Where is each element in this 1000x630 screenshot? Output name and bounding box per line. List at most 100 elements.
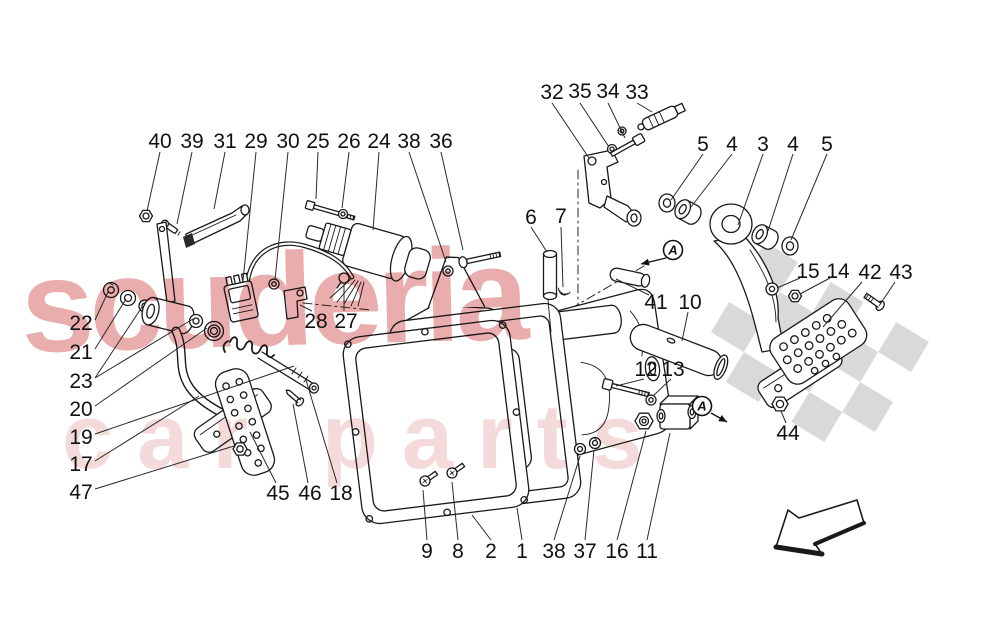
washer [442, 265, 454, 277]
view-marker-circle [691, 395, 713, 417]
callout-leader [274, 151, 289, 281]
part-number-label: 34 [596, 80, 620, 103]
callout-leader [607, 102, 626, 139]
callout-leader [681, 311, 689, 342]
bushing [188, 313, 204, 329]
part-number-label: 35 [568, 80, 591, 103]
callout-leader [146, 151, 161, 212]
part-number-label: 41 [644, 291, 667, 314]
washer [573, 442, 587, 456]
washer [658, 193, 676, 213]
callout-leader [440, 151, 464, 251]
part-number-label: 3 [757, 133, 769, 156]
part-number-label: 38 [542, 540, 565, 563]
return-spring [222, 336, 275, 358]
dowel-pin [609, 267, 651, 288]
part-number-label: 2 [485, 540, 497, 563]
callout-leader [584, 449, 595, 541]
callout-leader [790, 153, 828, 241]
bolt [458, 251, 502, 269]
callout-leader [408, 151, 447, 263]
nut [771, 396, 789, 412]
actuator-motor [305, 222, 431, 282]
part-number-label: 19 [69, 426, 92, 449]
callout-leader [553, 455, 581, 541]
washer [645, 394, 657, 406]
callout-leader [471, 514, 492, 541]
part-number-label: 15 [796, 260, 819, 283]
nut [634, 412, 654, 430]
part-number-label: 11 [636, 540, 658, 563]
callout-leader [780, 410, 787, 424]
callout-leader [551, 102, 590, 159]
part-number-label: 21 [69, 341, 92, 364]
callout-leader [822, 281, 863, 328]
stop-switch-bracket [583, 149, 642, 227]
part-number-label: 36 [429, 130, 452, 153]
spring-clip [558, 287, 571, 296]
part-number-label: 42 [858, 261, 881, 284]
view-marker-letter: A [696, 399, 706, 414]
stop-switch [637, 102, 686, 131]
view-marker-letter: A [667, 243, 677, 258]
part-number-label: 16 [605, 540, 628, 563]
bushing [674, 199, 702, 225]
callout-leader [670, 153, 704, 201]
callout-leader [690, 153, 733, 208]
part-number-label: 24 [367, 130, 391, 153]
part-number-label: 20 [69, 398, 92, 421]
view-marker-circle [662, 239, 684, 261]
part-number-label: 10 [678, 291, 701, 314]
callout-leader [249, 431, 277, 484]
callout-leader [242, 151, 257, 282]
callout-leader [451, 481, 459, 541]
view-marker-arrowhead [641, 258, 650, 266]
part-number-label: 30 [276, 130, 299, 153]
part-number-label: 23 [69, 370, 92, 393]
callout-leader [878, 281, 896, 307]
callout-leader [94, 365, 295, 435]
direction-arrow [773, 499, 866, 557]
callout-leader [616, 430, 647, 541]
line-art [102, 102, 885, 557]
part-number-label: 9 [421, 540, 433, 563]
part-number-label: 1 [516, 540, 528, 563]
callout-leader [530, 226, 548, 253]
bracket [283, 286, 308, 320]
watermark-line2: car parts [62, 386, 667, 488]
cable-clamp [336, 272, 350, 289]
callout-leader [94, 445, 235, 490]
watermark-line1: scuderia [19, 220, 532, 380]
part-number-label: 47 [69, 481, 92, 504]
wire-bundle [329, 277, 365, 307]
part-number-label: 5 [821, 133, 833, 156]
part-number-label: 5 [697, 133, 709, 156]
washer [268, 278, 280, 290]
clamp-block [656, 395, 699, 430]
callout-leader [94, 306, 143, 379]
callout-leader [94, 318, 194, 379]
part-number-label: 26 [337, 130, 360, 153]
part-number-label: 28 [304, 310, 327, 333]
washer [781, 236, 799, 256]
part-number-label: 40 [148, 130, 171, 153]
part-number-label: 46 [298, 482, 321, 505]
callout-leader [516, 507, 523, 541]
view-marker-arrowhead [718, 415, 727, 422]
callout-leader [213, 151, 226, 210]
part-number-label: 45 [266, 482, 289, 505]
part-number-label: 8 [452, 540, 464, 563]
callout-leader [94, 298, 127, 350]
accelerator-pedal-arm-core [172, 327, 228, 418]
callout-leader [615, 278, 650, 296]
pedal-shaft [629, 323, 729, 380]
part-number-label: 38 [397, 130, 420, 153]
part-number-label: 43 [889, 261, 912, 284]
view-markers: AA [640, 239, 728, 423]
callout-leader [767, 153, 794, 232]
part-number-label: 4 [726, 133, 738, 156]
gasket [342, 319, 530, 525]
part-number-label: 29 [244, 130, 267, 153]
callout-leader [615, 378, 645, 387]
